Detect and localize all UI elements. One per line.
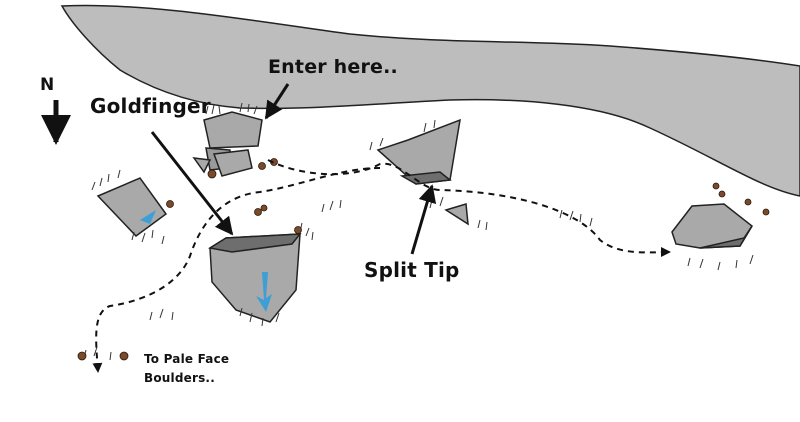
left-boulder [96, 177, 168, 237]
river-band [60, 4, 800, 197]
down-arrow-icon [256, 272, 272, 312]
goldfinger-label: Goldfinger [90, 94, 211, 118]
tree-marker-icon [77, 158, 770, 361]
goldfinger-boulder [207, 233, 302, 323]
north-label: N [40, 75, 55, 95]
enter-here-label: Enter here.. [268, 56, 398, 78]
down-arrow-icon [140, 210, 156, 224]
goldfinger-pointer-arrow [150, 131, 234, 236]
pale-face-label: To Pale Face Boulders.. [144, 352, 230, 385]
split-tip-pointer-arrow [410, 184, 437, 255]
right-boulder [671, 203, 753, 249]
split-tip-boulder [376, 118, 469, 226]
split-tip-label: Split Tip [364, 258, 460, 282]
trail-path-west [92, 167, 381, 373]
enter-pointer-arrow [264, 83, 290, 120]
trail-path [267, 159, 671, 258]
entrance-boulders [192, 111, 263, 177]
